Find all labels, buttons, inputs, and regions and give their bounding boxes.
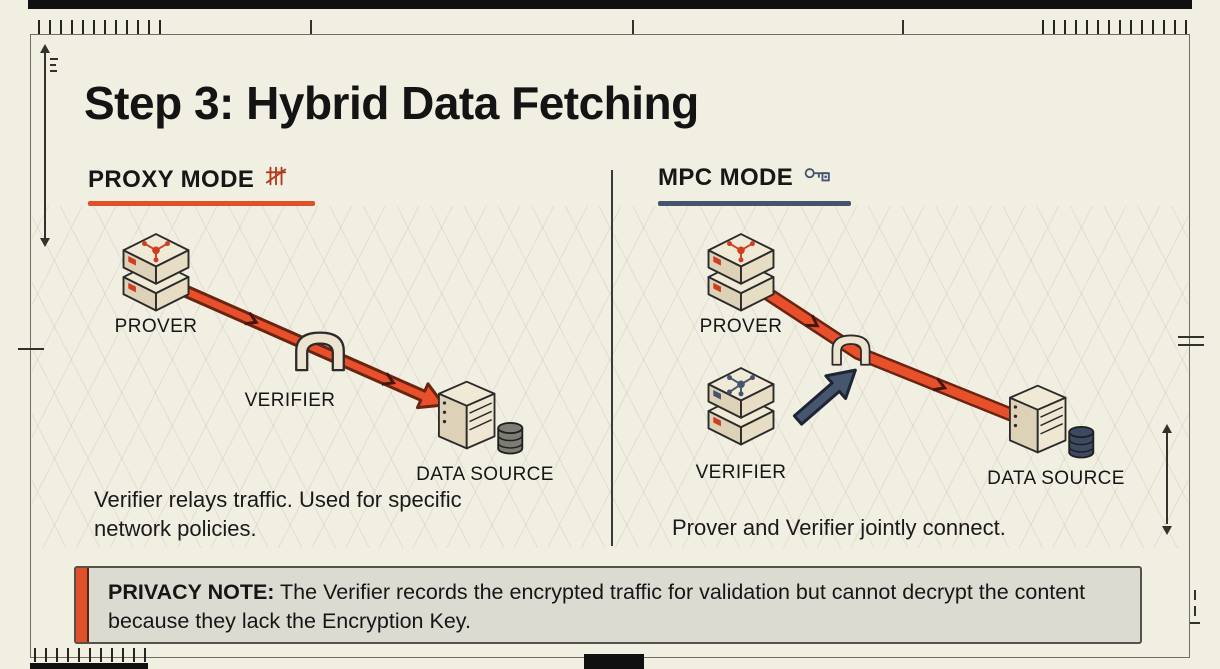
- proxy-mode-underline: [88, 201, 315, 206]
- mpc-caption: Prover and Verifier jointly connect.: [672, 515, 1006, 540]
- ruler-ticks-top-right: [1042, 20, 1188, 34]
- ruler-tick-top-2: [632, 20, 634, 34]
- privacy-note-body: The Verifier records the encrypted traff…: [108, 580, 1086, 634]
- mpc-mode-underline: [658, 201, 851, 206]
- bottom-border-bar-left: [30, 663, 148, 669]
- page-title: Step 3: Hybrid Data Fetching: [84, 77, 699, 129]
- dimension-arrow-down-left: [40, 238, 50, 247]
- mpc-data-source-label: DATA SOURCE: [987, 468, 1125, 489]
- proxy-gate-icon: [264, 164, 288, 195]
- ruler-tick-top-1: [310, 20, 312, 34]
- bottom-border-block: [584, 654, 644, 669]
- dimension-arrow-up-right: [1162, 424, 1172, 433]
- mpc-mode-heading-label: MPC MODE: [658, 164, 794, 191]
- key-icon: [803, 164, 831, 192]
- mpc-verifier-icon: [698, 364, 784, 465]
- privacy-note-accent-bar: [76, 568, 89, 642]
- mpc-junction-tunnel-icon: [826, 330, 876, 373]
- ruler-tick-left-mid: [18, 348, 44, 350]
- dimension-mark-right-3: [1190, 622, 1200, 624]
- mpc-verifier-label: VERIFIER: [695, 462, 787, 483]
- proxy-verifier-label: VERIFIER: [244, 390, 336, 411]
- panel-divider: [611, 170, 613, 546]
- proxy-verifier-tunnel-icon: [288, 326, 352, 379]
- ruler-tick-top-3: [902, 20, 904, 34]
- dimension-mark-left-3: [50, 70, 57, 72]
- dimension-mark-right-2: [1194, 606, 1196, 616]
- proxy-prover-icon: [113, 230, 199, 331]
- mpc-prover-icon: [698, 230, 784, 331]
- dimension-arrow-up-left: [40, 44, 50, 53]
- privacy-note-label: PRIVACY NOTE:: [108, 580, 275, 604]
- proxy-data-source-icon: [432, 378, 532, 471]
- dimension-arrow-down-right: [1162, 526, 1172, 535]
- proxy-caption: Verifier relays traffic. Used for specif…: [94, 487, 462, 541]
- ruler-ticks-bottom-left: [34, 648, 146, 662]
- proxy-prover-label: PROVER: [114, 316, 198, 337]
- privacy-note-box: PRIVACY NOTE: The Verifier records the e…: [74, 566, 1142, 644]
- mpc-data-source-icon: [1003, 382, 1103, 475]
- dimension-line-left: [44, 52, 46, 238]
- mpc-prover-label: PROVER: [699, 316, 783, 337]
- proxy-mode-heading: PROXY MODE: [88, 164, 288, 195]
- dimension-mark-left-1: [50, 58, 58, 60]
- mpc-mode-heading: MPC MODE: [658, 164, 831, 192]
- dimension-line-right: [1166, 432, 1168, 524]
- proxy-mode-heading-label: PROXY MODE: [88, 165, 255, 193]
- proxy-data-source-label: DATA SOURCE: [416, 464, 554, 485]
- ruler-tick-right-mid-2: [1178, 344, 1204, 346]
- ruler-ticks-top-left: [38, 20, 168, 34]
- top-border-bar: [28, 0, 1192, 9]
- privacy-note-text: PRIVACY NOTE: The Verifier records the e…: [108, 578, 1122, 636]
- ruler-tick-right-mid-1: [1178, 336, 1204, 338]
- dimension-mark-left-2: [50, 64, 56, 66]
- dimension-mark-right-1: [1194, 590, 1196, 600]
